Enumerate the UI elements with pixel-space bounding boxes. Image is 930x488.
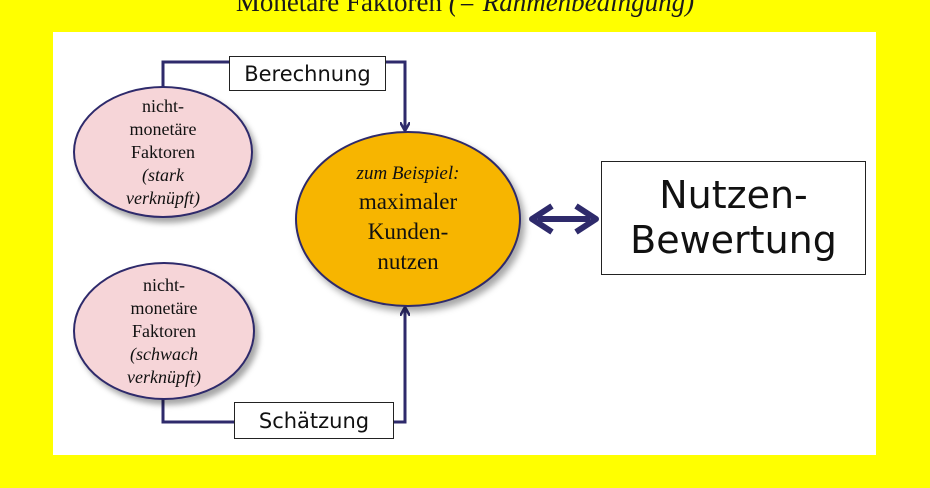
customer-benefit-node: zum Beispiel: maximaler Kunden- nutzen [295, 131, 521, 307]
diagram-title: Monetäre Faktoren (= Rahmenbedingung) [0, 0, 930, 18]
strong-factors-node: nicht- monetäre Faktoren (stark verknüpf… [73, 86, 253, 218]
calculation-label: Berechnung [229, 56, 386, 91]
title-sub: (= Rahmenbedingung) [448, 0, 695, 17]
weak-factors-node: nicht- monetäre Faktoren (schwach verknü… [73, 262, 255, 400]
benefit-evaluation-box: Nutzen- Bewertung [601, 161, 866, 275]
double-arrow [529, 203, 599, 235]
title-main: Monetäre Faktoren [235, 0, 442, 17]
estimation-label: Schätzung [234, 402, 394, 439]
